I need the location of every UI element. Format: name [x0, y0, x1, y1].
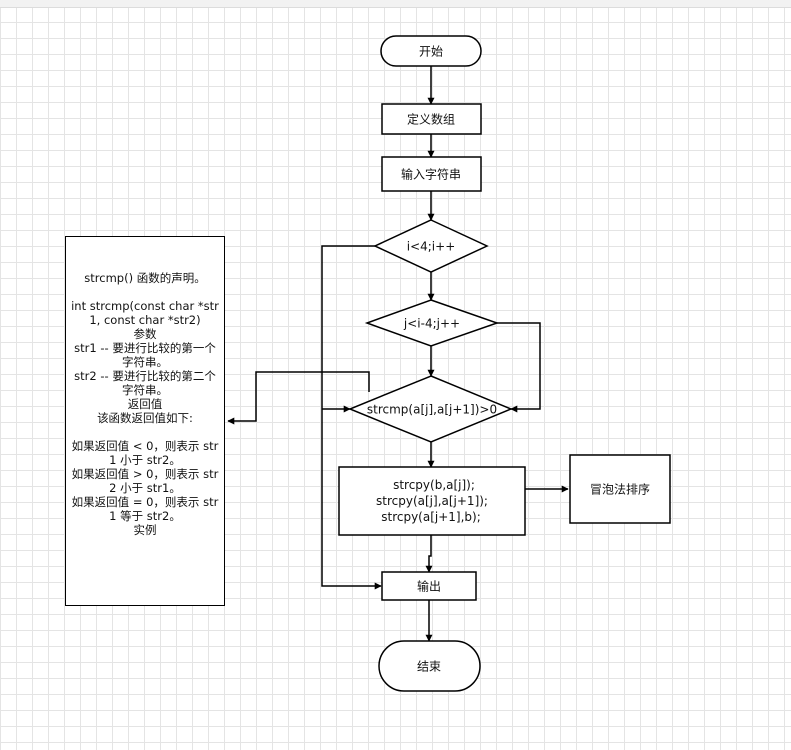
node-output: 输出	[381, 571, 477, 601]
edge-swap-to-output	[425, 535, 433, 573]
node-compare: strcmp(a[j],a[j+1])>0	[348, 375, 513, 443]
note-return-heading: 返回值	[127, 397, 163, 411]
note-params-heading: 参数	[133, 327, 157, 341]
node-loop-i: i<4;i++	[373, 219, 489, 273]
note-param-2: str2 -- 要进行比较的第二个字符串。	[74, 369, 216, 397]
note-return-intro: 该函数返回值如下:	[97, 411, 193, 425]
node-input-strings: 输入字符串	[381, 156, 482, 192]
node-swap-line-2: strcpy(a[j],a[j+1]);	[376, 494, 488, 508]
node-start: 开始	[380, 35, 482, 67]
note-title: strcmp() 函数的声明。	[84, 271, 206, 285]
note-param-1: str1 -- 要进行比较的第一个字符串。	[74, 341, 216, 369]
node-loop-i-label: i<4;i++	[407, 240, 456, 254]
note-declaration: int strcmp(const char *str1, const char …	[71, 299, 219, 327]
node-start-label: 开始	[419, 45, 443, 59]
node-bubble-sort-label: 冒泡法排序	[590, 482, 650, 497]
node-input-strings-label: 输入字符串	[401, 167, 461, 182]
canvas-top-bar	[0, 0, 791, 8]
edge-compare-to-note	[227, 371, 370, 425]
note-case-less: 如果返回值 < 0，则表示 str1 小于 str2。	[71, 439, 219, 467]
strcmp-note-box: strcmp() 函数的声明。 int strcmp(const char *s…	[65, 236, 225, 606]
node-loop-j: j<i-4;j++	[364, 299, 500, 347]
node-define-array-label: 定义数组	[407, 112, 455, 127]
edge-loop-i-exit-to-output	[321, 245, 382, 590]
note-case-equal: 如果返回值 = 0，则表示 str1 等于 str2。	[71, 495, 219, 523]
node-end: 结束	[378, 640, 481, 692]
node-output-label: 输出	[417, 579, 441, 594]
connectors	[227, 66, 569, 642]
note-case-greater: 如果返回值 > 0，则表示 str2 小于 str1。	[71, 467, 219, 495]
node-swap: strcpy(b,a[j]); strcpy(a[j],a[j+1]); str…	[338, 466, 526, 536]
node-define-array: 定义数组	[381, 103, 482, 135]
node-end-label: 结束	[417, 660, 441, 674]
node-bubble-sort: 冒泡法排序	[569, 454, 671, 524]
node-swap-line-1: strcpy(b,a[j]);	[393, 478, 475, 492]
node-compare-label: strcmp(a[j],a[j+1])>0	[367, 403, 497, 417]
note-example-heading: 实例	[133, 523, 157, 537]
edge-loop-j-exit-to-compare	[497, 322, 541, 413]
node-loop-j-label: j<i-4;j++	[403, 317, 460, 331]
node-swap-line-3: strcpy(a[j+1],b);	[381, 510, 481, 524]
